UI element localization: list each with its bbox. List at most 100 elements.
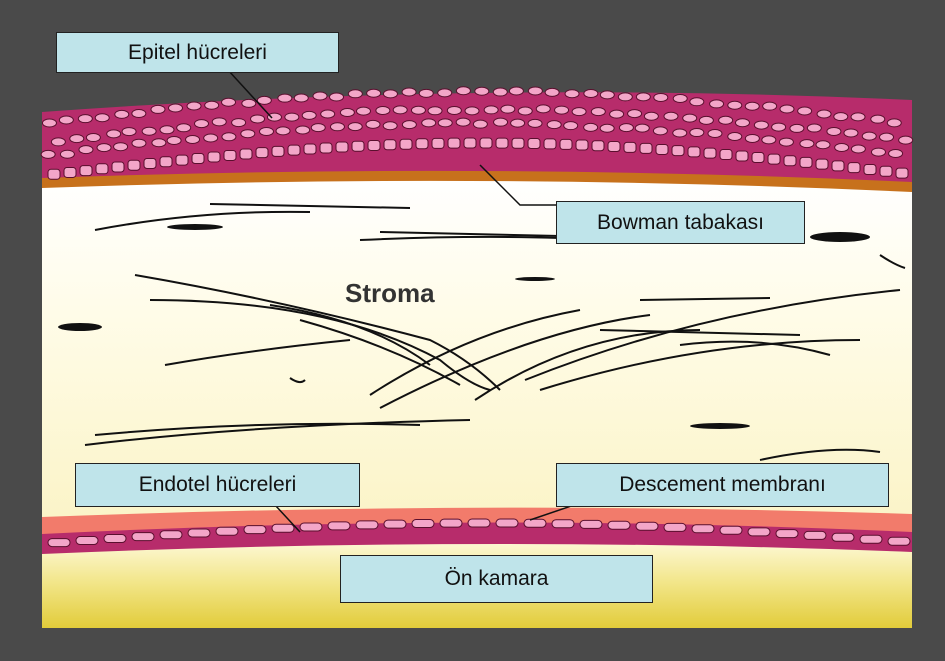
epithelial-cell — [880, 133, 894, 141]
epithelial-cell — [367, 89, 381, 97]
epithelial-cell — [205, 101, 219, 109]
endothelial-cell — [356, 521, 378, 529]
epithelial-cell — [494, 118, 508, 126]
epithelial-cell — [851, 113, 865, 121]
epithelial-cell — [348, 90, 362, 98]
basal-cell — [784, 156, 796, 166]
basal-cell — [608, 142, 620, 152]
basal-cell — [384, 140, 396, 150]
basal-cell — [272, 146, 284, 156]
endothelial-cell — [496, 519, 518, 527]
epithelial-cell — [565, 90, 579, 98]
epithelial-cell — [60, 150, 74, 158]
epithelial-cell — [78, 115, 92, 123]
endothelial-cell — [804, 531, 826, 539]
epithelial-cell — [204, 134, 218, 142]
basal-cell — [736, 151, 748, 161]
basal-cell — [224, 150, 236, 160]
epithelial-cell — [610, 110, 624, 118]
epithelial-cell — [376, 107, 390, 115]
epithelial-cell — [536, 105, 550, 113]
endothelial-cell — [580, 520, 602, 528]
epithelial-cell — [348, 123, 362, 131]
epithelial-cell — [151, 105, 165, 113]
epithelial-cell — [296, 126, 310, 134]
epithelial-cell — [547, 121, 561, 129]
epithelial-cell — [419, 89, 433, 97]
epithelial-cell — [168, 104, 182, 112]
endothelial-cell — [832, 533, 854, 541]
basal-cell — [800, 157, 812, 167]
basal-cell — [144, 158, 156, 168]
endothelial-cell — [888, 537, 910, 545]
epithelial-cell — [710, 100, 724, 108]
epithelial-cell — [600, 91, 614, 99]
epithelial-cell — [871, 148, 885, 156]
epithelial-cell — [728, 101, 742, 109]
epithelial-cell — [160, 126, 174, 134]
epithelial-cell — [251, 115, 265, 123]
epithelial-cell — [438, 119, 452, 127]
epithelial-cell — [232, 119, 246, 127]
epithelial-cell — [511, 119, 525, 127]
epithelial-cell — [241, 130, 255, 138]
basal-cell — [352, 141, 364, 151]
basal-cell — [480, 138, 492, 148]
basal-cell — [320, 143, 332, 153]
epithelial-cell — [834, 113, 848, 121]
epithelial-cell — [673, 94, 687, 102]
basal-cell — [96, 164, 108, 174]
endothelial-cell — [692, 525, 714, 533]
basal-cell — [880, 166, 892, 176]
epithelial-cell — [428, 107, 442, 115]
epithelial-cell — [259, 128, 273, 136]
epithelial-cell — [330, 123, 344, 131]
endothelial-cell — [272, 524, 294, 532]
epithelial-cell — [600, 124, 614, 132]
endothelial-cell — [720, 526, 742, 534]
epithelial-cell — [132, 109, 146, 117]
endothelial-cell — [76, 537, 98, 545]
epithelial-cell — [779, 138, 793, 146]
label-on-kamara: Ön kamara — [340, 555, 653, 603]
epithelial-cell — [501, 105, 515, 113]
endothelial-cell — [160, 531, 182, 539]
epithelial-cell — [402, 88, 416, 96]
basal-cell — [256, 148, 268, 158]
basal-cell — [832, 161, 844, 171]
epithelial-cell — [438, 89, 452, 97]
epithelial-cell — [456, 118, 470, 126]
epithelial-cell — [70, 135, 84, 143]
label-bowman-tabakasi: Bowman tabakası — [556, 201, 805, 244]
epithelial-cell — [59, 116, 73, 124]
epithelial-cell — [51, 138, 65, 146]
basal-cell — [688, 147, 700, 157]
epithelial-cell — [167, 136, 181, 144]
epithelial-cell — [422, 119, 436, 127]
epithelial-cell — [278, 94, 292, 102]
epithelial-cell — [222, 98, 236, 106]
epithelial-cell — [572, 108, 586, 116]
epithelial-cell — [276, 127, 290, 135]
epithelial-cell — [302, 111, 316, 119]
epithelial-cell — [817, 110, 831, 118]
epithelial-cell — [545, 88, 559, 96]
epithelial-cell — [800, 140, 814, 148]
basal-cell — [544, 139, 556, 149]
epithelial-cell — [142, 127, 156, 135]
epithelial-cell — [628, 110, 642, 118]
epithelial-cell — [653, 127, 667, 135]
basal-cell — [640, 143, 652, 153]
basal-cell — [112, 162, 124, 172]
basal-cell — [288, 145, 300, 155]
epithelial-cell — [475, 87, 489, 95]
epithelial-cell — [762, 136, 776, 144]
basal-cell — [656, 144, 668, 154]
epithelial-cell — [114, 143, 128, 151]
basal-cell — [368, 140, 380, 150]
label-epitel-hucreleri: Epitel hücreleri — [56, 32, 339, 73]
basal-cell — [416, 139, 428, 149]
endothelial-cell — [384, 520, 406, 528]
basal-cell — [336, 142, 348, 152]
